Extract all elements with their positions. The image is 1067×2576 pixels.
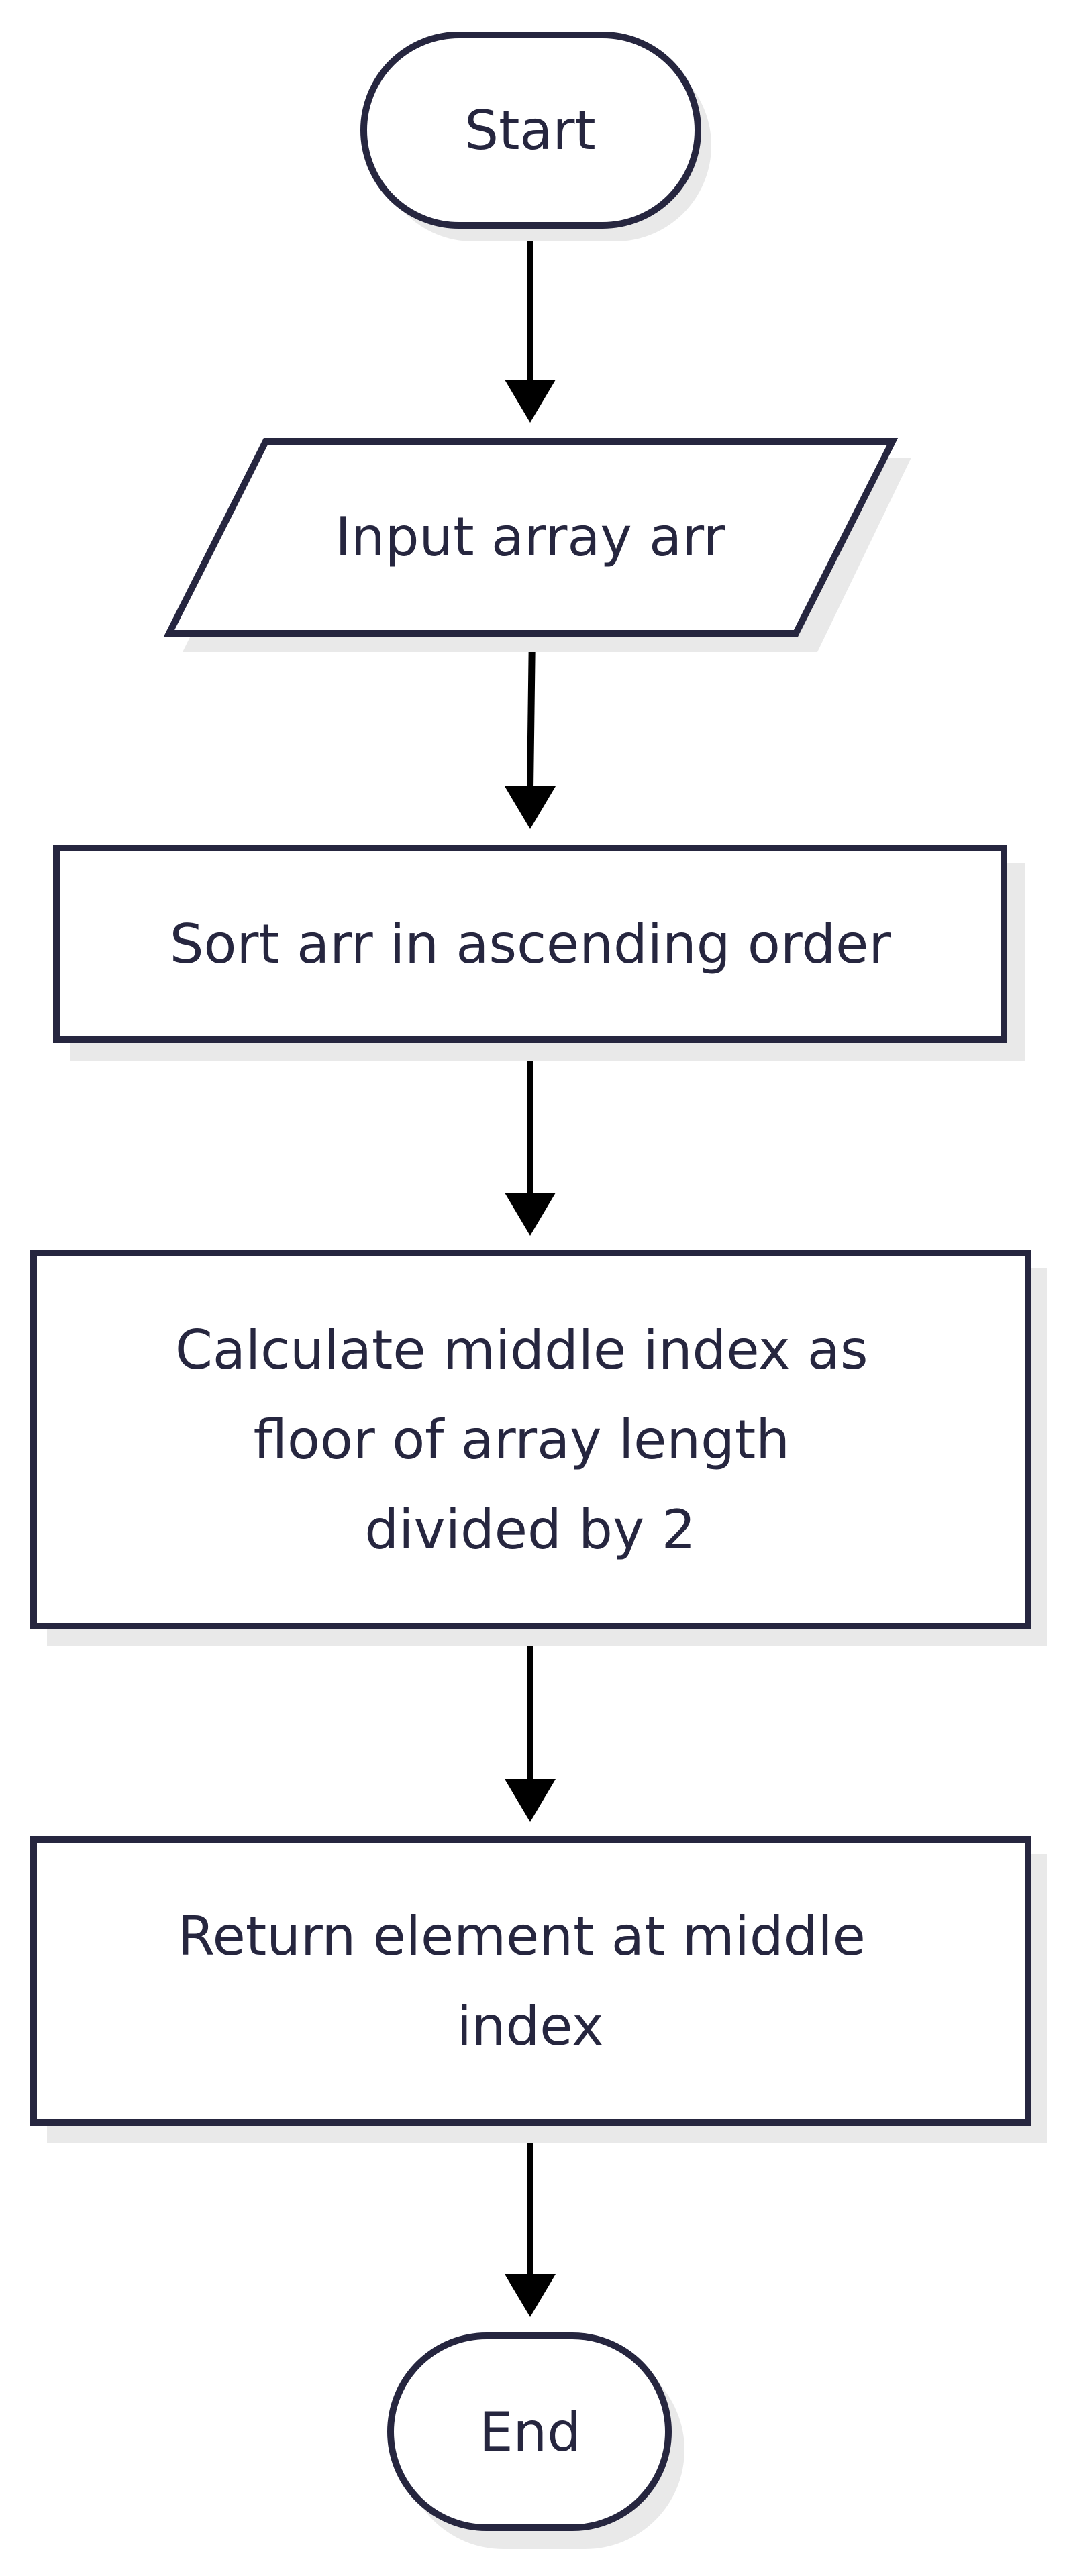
node-start-text: Start: [464, 99, 595, 162]
edges: [505, 228, 556, 2317]
node-calc-text: Calculate middle index as floor of array…: [175, 1319, 885, 1561]
node-ret[interactable]: Return element at middle index: [30, 1836, 1047, 2143]
arrowhead: [505, 1779, 556, 1822]
node-input-text: Input array arr: [335, 506, 725, 568]
node-calc-line-3: divided by 2: [364, 1499, 695, 1561]
arrowhead: [505, 380, 556, 423]
node-input[interactable]: Input array arr: [163, 438, 911, 652]
node-start-line-1: Start: [464, 99, 595, 162]
node-sort-text: Sort arr in ascending order: [170, 913, 891, 975]
node-calc-line-2: floor of array length: [254, 1409, 790, 1471]
node-sort-line-1: Sort arr in ascending order: [170, 913, 891, 975]
terminal-shape: [360, 32, 701, 229]
node-end-text: End: [479, 2401, 581, 2463]
process-shape: [30, 1836, 1031, 2126]
edge-input-sort: [505, 633, 556, 829]
node-ret-text: Return element at middle index: [178, 1905, 883, 2057]
io-shape: [163, 438, 899, 637]
node-ret-line-2: index: [457, 1995, 604, 2057]
node-calc-line-1: Calculate middle index as: [175, 1319, 868, 1381]
node-sort[interactable]: Sort arr in ascending order: [53, 845, 1025, 1061]
edge-sort-calc: [505, 1040, 556, 1236]
process-shape: [30, 1250, 1031, 1629]
arrowhead: [505, 786, 556, 829]
node-input-line-1: Input array arr: [335, 506, 725, 568]
edge-calc-ret: [505, 1627, 556, 1822]
node-ret-line-1: Return element at middle: [178, 1905, 866, 1968]
edge-start-input: [505, 228, 556, 423]
edge-ret-end: [505, 2124, 556, 2317]
node-calc[interactable]: Calculate middle index as floor of array…: [30, 1250, 1047, 1646]
node-end-line-1: End: [479, 2401, 581, 2463]
arrowhead: [505, 2274, 556, 2317]
node-start[interactable]: Start: [360, 32, 711, 241]
process-shape: [53, 845, 1007, 1043]
arrowhead: [505, 1193, 556, 1236]
node-end[interactable]: End: [387, 2332, 684, 2549]
terminal-shape: [387, 2332, 672, 2531]
